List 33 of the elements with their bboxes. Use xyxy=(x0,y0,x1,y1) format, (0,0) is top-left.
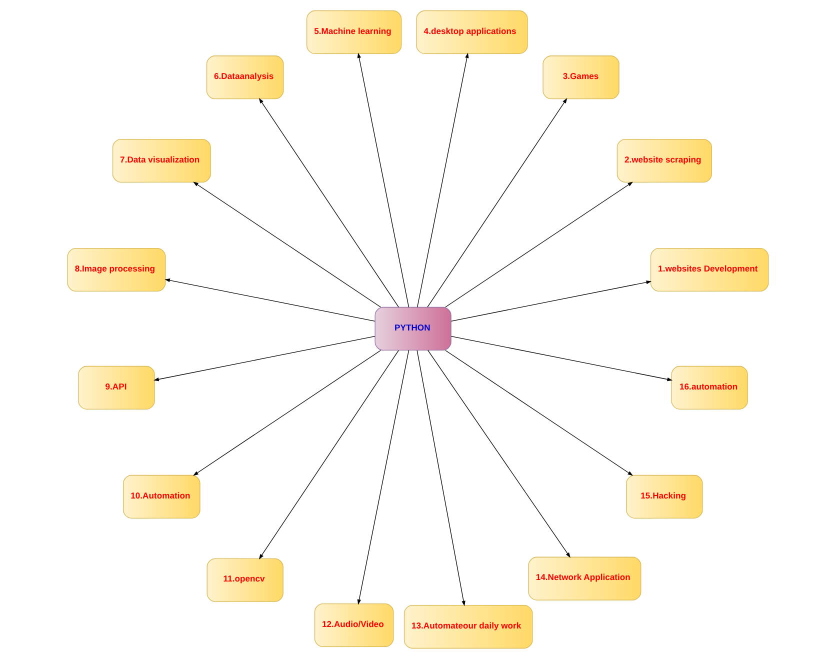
node-box: 12.Audio/Video xyxy=(314,603,394,648)
arrow xyxy=(450,280,652,322)
node-box: 10.Automation xyxy=(123,474,200,518)
node-box: 11.opencv xyxy=(206,558,284,602)
arrow xyxy=(450,336,673,382)
node-box: 7.Data visualization xyxy=(112,138,211,183)
node-box: 3.Games xyxy=(542,56,620,100)
node-box: 16.automation xyxy=(671,366,748,410)
arrow xyxy=(427,98,568,308)
node-box: PYTHON xyxy=(374,306,452,351)
arrow xyxy=(193,182,382,308)
node-box: 2.website scraping xyxy=(616,138,712,183)
arrow xyxy=(258,350,399,560)
arrow xyxy=(445,350,634,476)
arrow xyxy=(258,98,399,308)
node-box: 4.desktop applications xyxy=(416,10,528,54)
arrow xyxy=(416,350,466,606)
arrow xyxy=(164,278,376,322)
node-box: 14.Network Application xyxy=(528,556,642,600)
arrow xyxy=(445,182,634,308)
arrow xyxy=(193,350,382,476)
arrow xyxy=(428,350,570,558)
node-box: 15.Hacking xyxy=(626,474,703,518)
node-box: 1.websites Development xyxy=(650,248,769,292)
node-box: 6.Dataanalysis xyxy=(206,56,284,100)
arrow xyxy=(417,52,469,308)
arrow xyxy=(154,336,376,382)
arrow xyxy=(357,52,410,308)
node-box: 9.API xyxy=(78,366,155,410)
node-box: 5.Machine learning xyxy=(306,10,402,54)
node-box: 8.Image processing xyxy=(67,248,166,292)
node-box: 13.Automateour daily work xyxy=(404,605,533,649)
arrow xyxy=(357,350,410,605)
